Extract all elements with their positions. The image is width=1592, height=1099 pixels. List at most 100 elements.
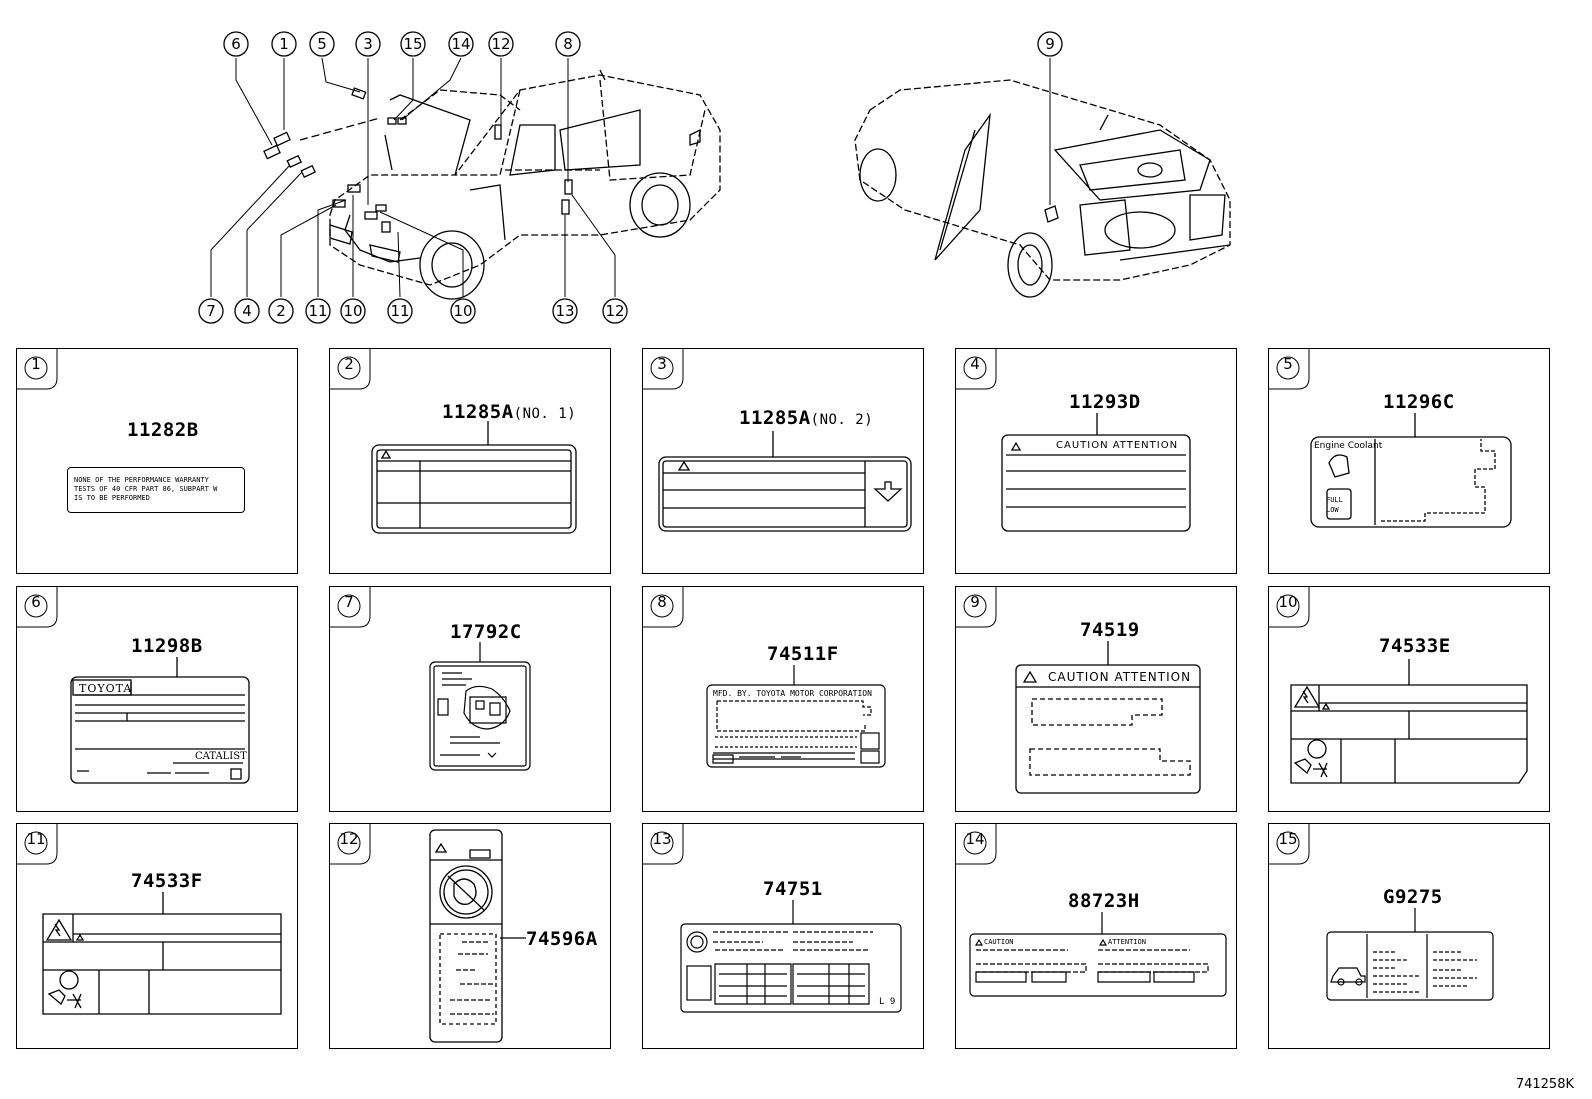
label-line-drawing <box>1290 659 1528 784</box>
panel-number-badge: 7 <box>329 586 371 628</box>
catalist-label: CATALIST <box>195 751 247 762</box>
svg-text:13: 13 <box>555 302 574 320</box>
svg-text:2: 2 <box>276 302 286 320</box>
label-header: CAUTION ATTENTION <box>1048 670 1192 684</box>
part-number: 74533F <box>131 870 203 892</box>
label-corner-code: L 9 <box>879 997 896 1007</box>
callout-6: 6 <box>223 31 249 57</box>
front-vehicle-solid <box>329 69 701 300</box>
label-line-drawing <box>1015 641 1201 794</box>
panel-4: 4 11293D CAUTION ATTENTION <box>955 348 1237 574</box>
svg-text:6: 6 <box>231 35 241 53</box>
panel-15: 15 G9275 <box>1268 823 1550 1049</box>
brand-label: TOYOTA <box>79 682 133 695</box>
panel-number-badge: 5 <box>1268 348 1310 390</box>
part-number: 17792C <box>450 621 522 643</box>
panel-number-badge: 1 <box>16 348 58 390</box>
svg-text:8: 8 <box>563 35 573 53</box>
panel-8: 8 74511F MFD. BY. TOYOTA MOTOR CORPORATI… <box>642 586 924 812</box>
label-line-drawing <box>429 829 526 1043</box>
svg-text:9: 9 <box>1045 35 1055 53</box>
label-line-drawing <box>371 421 577 534</box>
panel-number-badge: 4 <box>955 348 997 390</box>
panel-number-badge: 12 <box>329 823 371 865</box>
panel-14: 14 88723H CAUTION ATTENTION <box>955 823 1237 1049</box>
svg-text:14: 14 <box>451 35 470 53</box>
front-leader-lines <box>210 57 616 298</box>
panel-number-badge: 10 <box>1268 586 1310 628</box>
svg-text:10: 10 <box>453 302 472 320</box>
svg-text:5: 5 <box>317 35 327 53</box>
svg-text:1: 1 <box>279 35 289 53</box>
label-line-drawing <box>680 900 902 1013</box>
label-text-line: TESTS OF 40 CFR PART 86, SUBPART W <box>74 485 218 493</box>
panel-1: 1 11282B NONE OF THE PERFORMANCE WARRANT… <box>16 348 298 574</box>
svg-text:3: 3 <box>363 35 373 53</box>
callout-13: 13 <box>552 298 578 324</box>
panel-number-badge: 9 <box>955 586 997 628</box>
svg-text:11: 11 <box>308 302 327 320</box>
part-number: 11298B <box>131 635 203 657</box>
panel-12: 12 74596A <box>329 823 611 1049</box>
callout-2: 2 <box>268 298 294 324</box>
panel-number-badge: 6 <box>16 586 58 628</box>
callout-15: 15 <box>400 31 426 57</box>
part-number: 74751 <box>763 878 823 900</box>
panel-number-badge: 15 <box>1268 823 1310 865</box>
svg-text:4: 4 <box>242 302 252 320</box>
panel-6: 6 11298B TOYOTA CATALIST <box>16 586 298 812</box>
label-outline: NONE OF THE PERFORMANCE WARRANTY TESTS O… <box>67 467 245 513</box>
label-line-drawing <box>658 431 912 532</box>
part-number: 74596A <box>526 928 598 950</box>
panel-11: 11 74533F <box>16 823 298 1049</box>
coolant-level-low: LOW <box>1326 506 1339 514</box>
label-header-attention: ATTENTION <box>1108 938 1146 946</box>
panel-number-badge: 11 <box>16 823 58 865</box>
svg-text:15: 15 <box>403 35 422 53</box>
label-text-line: NONE OF THE PERFORMANCE WARRANTY <box>74 476 209 484</box>
front-label-markers <box>263 87 573 233</box>
callout-3: 3 <box>355 31 381 57</box>
label-header: CAUTION ATTENTION <box>1056 440 1179 451</box>
part-number: 11296C <box>1383 391 1455 413</box>
part-number: 74533E <box>1379 635 1451 657</box>
callout-10: 10 <box>340 298 366 324</box>
label-text-line: IS TO BE PERFORMED <box>74 494 150 502</box>
callout-8: 8 <box>555 31 581 57</box>
part-number: 11293D <box>1069 391 1141 413</box>
callout-14: 14 <box>448 31 474 57</box>
part-number: 74511F <box>767 643 839 665</box>
callout-7: 7 <box>198 298 224 324</box>
part-number: 74519 <box>1080 619 1140 641</box>
label-line-drawing <box>70 657 250 784</box>
panel-10: 10 74533E <box>1268 586 1550 812</box>
panel-number-badge: 8 <box>642 586 684 628</box>
svg-text:12: 12 <box>605 302 624 320</box>
label-header: MFD. BY. TOYOTA MOTOR CORPORATION <box>713 689 872 698</box>
panel-number-badge: 2 <box>329 348 371 390</box>
panel-13: 13 74751 L 9 <box>642 823 924 1049</box>
label-header: Engine Coolant <box>1314 441 1383 451</box>
callout-12: 12 <box>602 298 628 324</box>
panel-5: 5 11296C Engine Coolant FULL LOW <box>1268 348 1550 574</box>
label-line-drawing <box>1326 908 1494 1001</box>
callout-5: 5 <box>309 31 335 57</box>
panel-number-badge: 13 <box>642 823 684 865</box>
panel-3: 3 11285A(NO. 2) <box>642 348 924 574</box>
callout-11: 11 <box>305 298 331 324</box>
coolant-level-full: FULL <box>1326 496 1343 504</box>
callout-1: 1 <box>271 31 297 57</box>
part-number: 11285A(NO. 1) <box>442 401 577 423</box>
part-number: G9275 <box>1383 886 1443 908</box>
callout-10: 10 <box>450 298 476 324</box>
callout-4: 4 <box>234 298 260 324</box>
callout-row-rear: 9 <box>1037 31 1063 57</box>
callout-11: 11 <box>387 298 413 324</box>
part-number: 11285A(NO. 2) <box>739 407 874 429</box>
panel-7: 7 17792C <box>329 586 611 812</box>
panel-2: 2 11285A(NO. 1) <box>329 348 611 574</box>
